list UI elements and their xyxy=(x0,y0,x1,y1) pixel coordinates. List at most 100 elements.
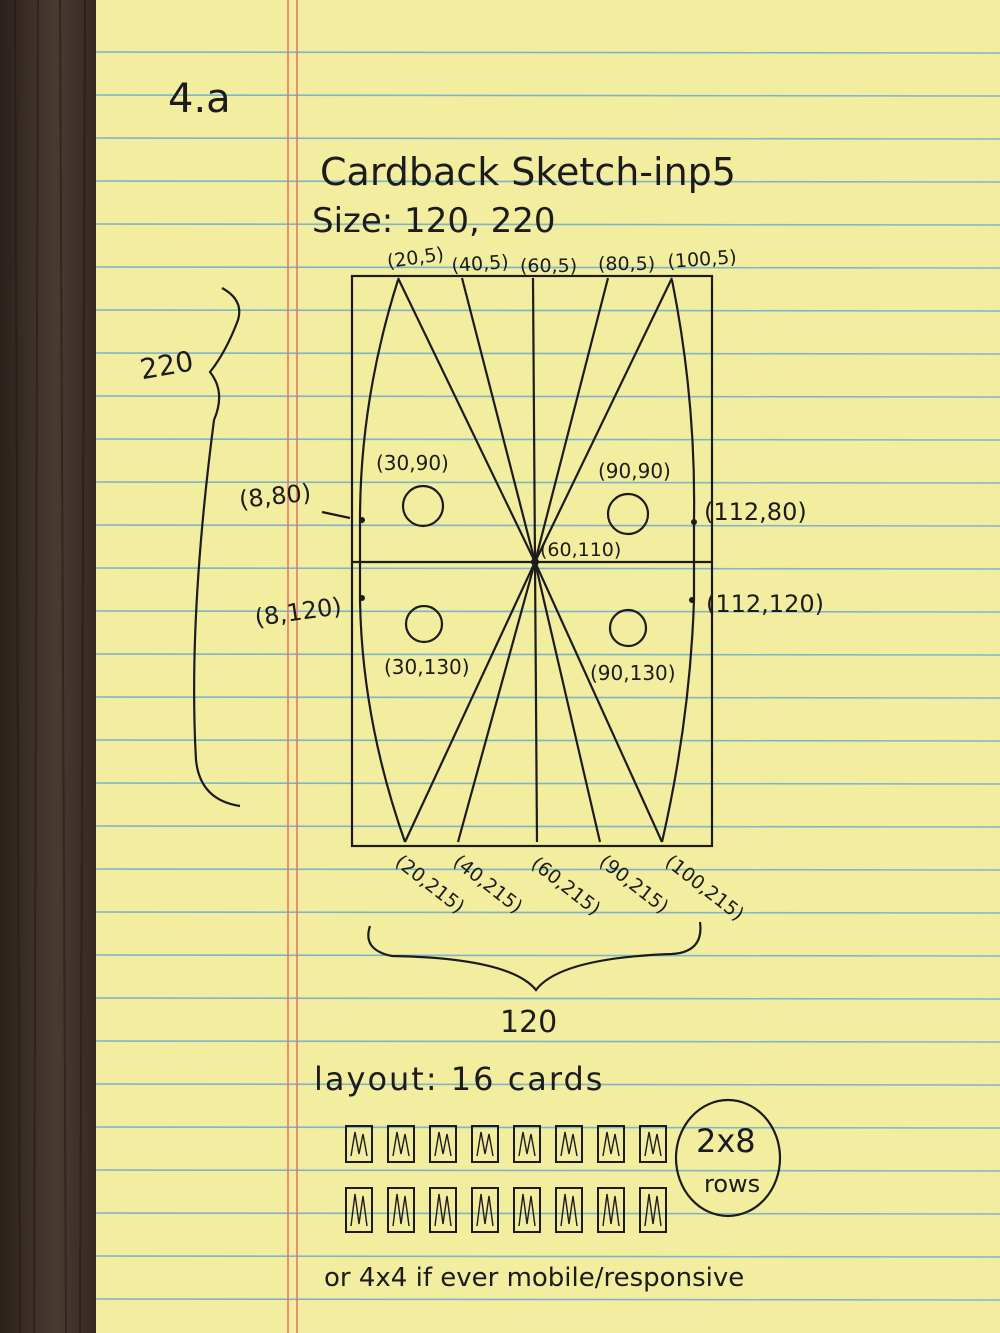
sketch-title: Cardback Sketch-inp5 xyxy=(320,150,736,194)
rule-line xyxy=(95,180,1000,183)
legal-pad-paper xyxy=(96,0,1000,1333)
mini-card xyxy=(597,1125,625,1163)
margin-lines xyxy=(287,0,298,1333)
ray-bottom-2 xyxy=(456,561,537,843)
ray-bottom-3 xyxy=(533,561,539,843)
circle-top-right xyxy=(606,492,650,536)
rule-line xyxy=(95,1212,1000,1215)
size-line: Size: 120, 220 xyxy=(312,201,555,241)
rule-line xyxy=(95,911,1000,914)
ray-top-1 xyxy=(397,277,536,563)
ray-bottom-4 xyxy=(533,561,602,843)
ray-top-5 xyxy=(534,277,673,563)
rule-line xyxy=(95,954,1000,957)
mini-card-scribble xyxy=(434,1193,452,1227)
mini-card-scribble xyxy=(518,1193,536,1227)
layout-heading: layout: 16 cards xyxy=(314,1060,604,1098)
mini-card xyxy=(471,1125,499,1163)
mini-card-scribble xyxy=(392,1193,410,1227)
top-point-label: (80,5) xyxy=(598,253,655,275)
ray-bottom-5 xyxy=(533,561,664,843)
ray-bottom-1 xyxy=(404,561,536,843)
mini-card xyxy=(387,1125,415,1163)
top-point-label: (60,5) xyxy=(520,255,577,277)
rule-line xyxy=(95,395,1000,398)
rule-line xyxy=(95,309,1000,312)
ray-top-2 xyxy=(460,277,537,563)
mini-card-scribble xyxy=(560,1131,578,1157)
circle-label-top-right: (90,90) xyxy=(598,459,671,483)
right-upper-label: (112,80) xyxy=(704,498,807,526)
rows-note-line2: rows xyxy=(704,1170,760,1198)
mini-card-scribble xyxy=(602,1193,620,1227)
point-dots xyxy=(359,517,697,603)
mini-card-scribble xyxy=(602,1131,620,1157)
circle-label-bottom-left: (30,130) xyxy=(384,655,470,679)
circle-bottom-left xyxy=(404,604,444,644)
top-point-labels: (20,5) (40,5) (60,5) (80,5) (100,5) xyxy=(386,243,738,277)
rule-line xyxy=(95,438,1000,441)
mini-card-scribble xyxy=(350,1193,368,1227)
circle-labels: (30,90) (90,90) (30,130) (90,130) xyxy=(376,451,676,685)
rule-line xyxy=(95,266,1000,269)
mini-card xyxy=(345,1187,373,1233)
mini-card xyxy=(555,1125,583,1163)
mini-card xyxy=(387,1187,415,1233)
rule-line xyxy=(95,1298,1000,1301)
right-curve xyxy=(660,279,696,843)
top-point-label: (40,5) xyxy=(451,251,510,277)
mini-card xyxy=(639,1125,667,1163)
mini-card xyxy=(429,1125,457,1163)
mini-card-scribble xyxy=(476,1193,494,1227)
rule-line xyxy=(95,997,1000,1000)
mini-card xyxy=(597,1187,625,1233)
rule-line xyxy=(95,1169,1000,1172)
mini-card xyxy=(639,1187,667,1233)
rule-line xyxy=(95,1083,1000,1086)
rule-line xyxy=(95,1040,1000,1043)
mini-card xyxy=(513,1125,541,1163)
rule-line xyxy=(95,567,1000,570)
center-point-label: (60,110) xyxy=(540,539,621,561)
right-lower-label: (112,120) xyxy=(706,590,824,618)
mini-card-scribble xyxy=(644,1131,662,1157)
mini-card-scribble xyxy=(434,1131,452,1157)
rule-line xyxy=(95,739,1000,742)
rows-note-circle xyxy=(674,1098,782,1218)
rule-line xyxy=(95,137,1000,140)
rule-line xyxy=(95,610,1000,613)
mini-card xyxy=(429,1187,457,1233)
rule-line xyxy=(95,223,1000,226)
mini-card xyxy=(471,1187,499,1233)
rows-note-line1: 2x8 xyxy=(696,1122,756,1160)
dot-right-upper xyxy=(691,519,697,525)
mini-card-scribble xyxy=(476,1131,494,1157)
mini-card xyxy=(555,1187,583,1233)
width-label: 120 xyxy=(500,1005,557,1040)
mini-card-scribble xyxy=(560,1193,578,1227)
rule-line xyxy=(95,481,1000,484)
circle-bottom-right xyxy=(608,608,648,648)
mini-card-scribble xyxy=(518,1131,536,1157)
desk-grain xyxy=(14,0,86,1333)
width-brace xyxy=(367,921,702,992)
rule-line xyxy=(95,352,1000,355)
rule-line xyxy=(95,1126,1000,1129)
height-brace xyxy=(193,287,241,808)
ray-top-4 xyxy=(533,277,610,563)
circle-label-top-left: (30,90) xyxy=(376,451,449,475)
circle-top-left xyxy=(401,484,445,528)
rule-line xyxy=(95,653,1000,656)
rule-line xyxy=(95,94,1000,97)
mini-card-scribble xyxy=(644,1193,662,1227)
leader-arrow xyxy=(321,510,351,520)
rule-line xyxy=(95,696,1000,699)
ray-top-3 xyxy=(531,277,537,563)
left-curve xyxy=(358,279,407,843)
mini-card xyxy=(513,1187,541,1233)
page-label: 4.a xyxy=(168,76,231,122)
dot-left-upper xyxy=(359,517,365,523)
rule-line xyxy=(95,868,1000,871)
mini-card-scribble xyxy=(350,1131,368,1157)
